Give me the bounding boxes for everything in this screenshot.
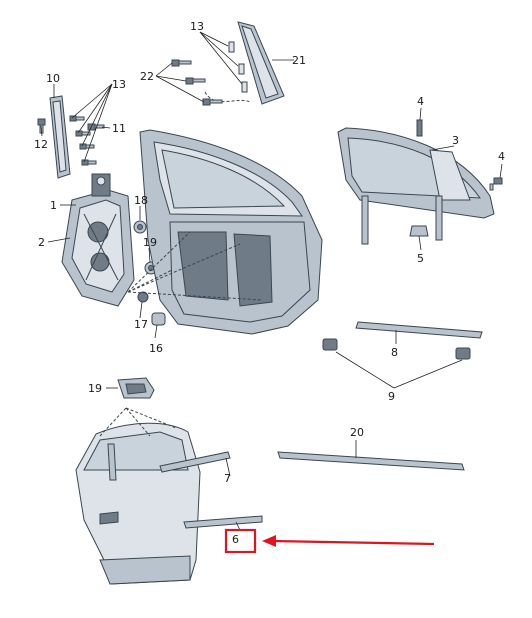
callout-5: 5 [417,252,424,265]
part-window-glass-3 [337,119,503,245]
callout-19: 19 [88,382,102,395]
callout-3: 3 [452,134,459,147]
highlight-box [224,528,257,554]
part-moulding-21 [277,451,465,471]
part-window-trim-20 [237,21,285,105]
callout-9: 9 [388,390,395,403]
callout-18: 19 [143,236,157,249]
part-window-regulator-1 [61,173,135,307]
highlight-annotation [224,528,435,554]
part-plug-15-16 [137,291,166,326]
part-inner-trim-10 [49,95,71,179]
callout-1: 1 [50,199,57,212]
callout-13-top: 13 [190,20,204,33]
callout-labels: 13 21 22 10 13 11 12 1 2 18 19 17 16 4 3… [34,20,505,546]
callout-6: 6 [232,533,239,546]
part-door-shell [127,129,323,335]
part-screws-22 [171,59,223,106]
callout-22: 22 [140,70,154,83]
callout-13-left: 13 [112,78,126,91]
callout-16: 17 [134,318,148,331]
callout-17: 18 [134,194,148,207]
callout-4-right: 4 [498,150,505,163]
callout-2: 2 [38,236,45,249]
callout-12: 12 [34,138,48,151]
leader-lines [40,31,503,531]
callout-11: 11 [112,122,126,135]
callout-8: 8 [391,346,398,359]
part-clips-13-top [204,41,251,103]
callout-4-top: 4 [417,95,424,108]
callout-20: 21 [292,54,306,67]
part-seal-strip-8-9 [322,321,483,360]
highlight-arrow-shaft [271,539,435,546]
callout-7: 7 [224,472,231,485]
callout-15: 16 [149,342,163,355]
part-door-assembly [75,407,263,585]
highlight-arrow-head [262,535,276,547]
part-handle-bracket-19 [117,377,155,399]
callout-10: 10 [46,72,60,85]
callout-21: 20 [350,426,364,439]
